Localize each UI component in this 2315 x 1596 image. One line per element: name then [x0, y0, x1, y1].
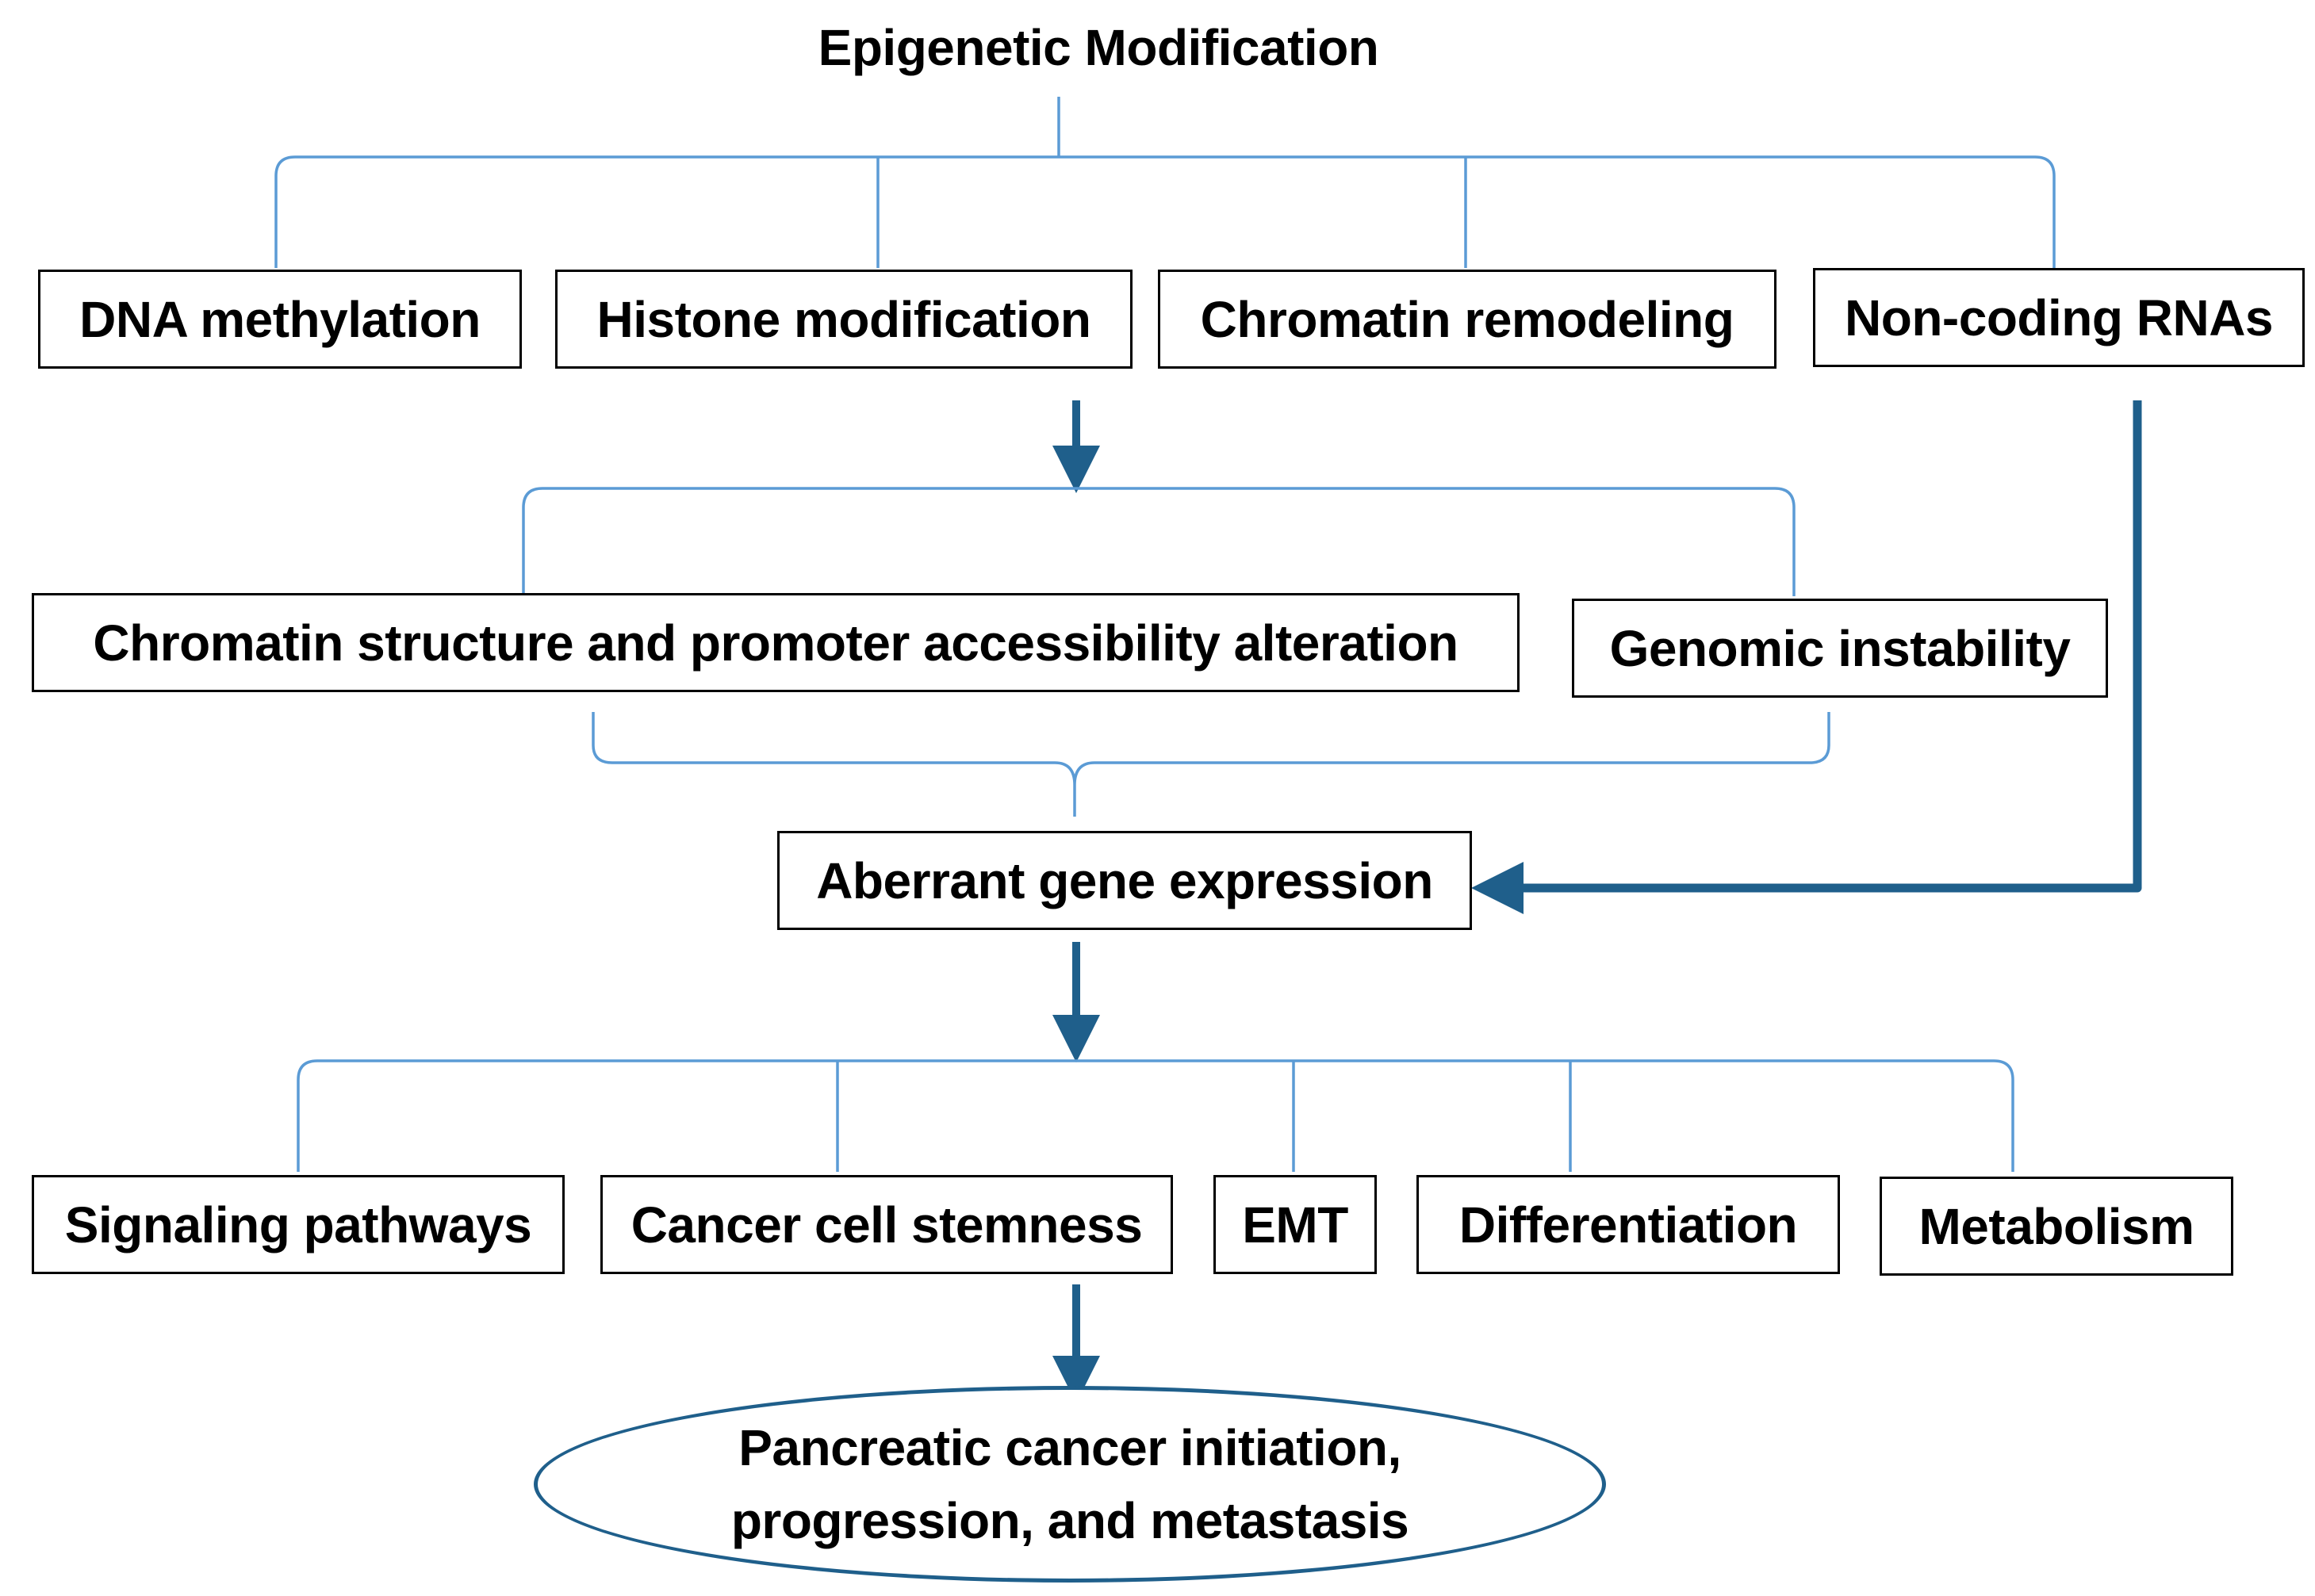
brace-level2-bottom: [592, 712, 1830, 817]
node-histone-modification: Histone modification: [555, 270, 1133, 369]
arrow-ncrna-to-expression: [1471, 400, 2142, 914]
node-chromatin-structure: Chromatin structure and promoter accessi…: [32, 593, 1520, 692]
node-differentiation: Differentiation: [1416, 1175, 1840, 1274]
diagram-title: Epigenetic Modification: [818, 19, 1379, 76]
node-metabolism: Metabolism: [1880, 1177, 2233, 1276]
node-signaling-pathways: Signaling pathways: [32, 1175, 565, 1274]
node-emt: EMT: [1213, 1175, 1377, 1274]
node-chromatin-remodeling: Chromatin remodeling: [1158, 270, 1776, 369]
bracket-level2-top: [522, 487, 1796, 596]
node-cancer-cell-stemness: Cancer cell stemness: [600, 1175, 1173, 1274]
node-non-coding-rnas: Non-coding RNAs: [1813, 268, 2305, 367]
bracket-level4-top: [297, 1059, 2014, 1172]
node-genomic-instability: Genomic instability: [1572, 599, 2108, 698]
bracket-title-to-methods: [274, 97, 2056, 268]
node-dna-methylation: DNA methylation: [38, 270, 522, 369]
outcome-line-1: Pancreatic cancer initiation,: [738, 1419, 1401, 1476]
node-outcome-ellipse: Pancreatic cancer initiation, progressio…: [534, 1386, 1606, 1583]
node-aberrant-gene-expression: Aberrant gene expression: [777, 831, 1472, 930]
outcome-line-2: progression, and metastasis: [730, 1492, 1409, 1549]
